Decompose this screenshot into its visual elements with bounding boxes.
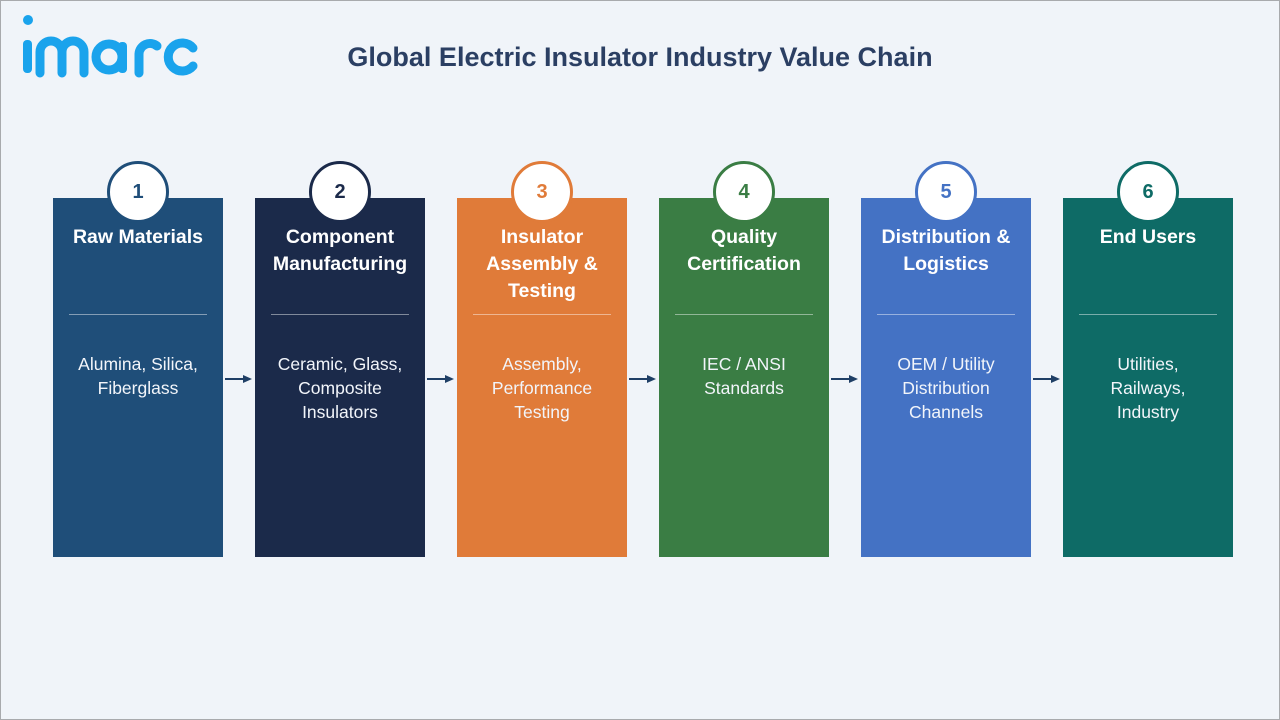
stage-title-line: Certification (687, 253, 801, 275)
stage-detail-line: Railways, (1110, 378, 1186, 398)
arrow-right-icon (225, 371, 253, 383)
stage-detail-line: Channels (909, 402, 983, 422)
divider (271, 314, 409, 315)
divider (473, 314, 611, 315)
stage-title-line: Raw Materials (72, 226, 204, 248)
stage-title-line: Component (285, 226, 395, 248)
stage-detail-line: Standards (704, 378, 784, 398)
page-title: Global Electric Insulator Industry Value… (347, 42, 933, 72)
arrow-right-icon (427, 371, 455, 383)
arrow-right-icon (831, 371, 859, 383)
imarc-logo-icon (23, 15, 198, 78)
stage-detail-line: Fiberglass (97, 378, 179, 398)
stage-detail-line: Composite (298, 378, 382, 398)
stage-detail-line: Utilities, (1117, 354, 1179, 374)
stage-detail-line: Insulators (302, 402, 378, 422)
stage-detail: IEC / ANSI Standards (659, 352, 829, 400)
stage-number-badge: 1 (107, 161, 169, 223)
stage-title-line: Testing (508, 280, 576, 302)
stage-detail-line: Alumina, Silica, (78, 354, 198, 374)
stage-title: Raw Materials (53, 224, 223, 251)
stage-title-line: Assembly & (486, 253, 598, 275)
stage-detail-line: IEC / ANSI (702, 354, 786, 374)
arrow-right-icon (1033, 371, 1061, 383)
stage-title: Distribution & Logistics (861, 224, 1031, 278)
stage-title-line: Logistics (903, 253, 989, 275)
stage-detail-line: Testing (514, 402, 570, 422)
stage-title-line: Insulator (500, 226, 584, 248)
stage-detail: Alumina, Silica, Fiberglass (53, 352, 223, 400)
stage-number-badge: 6 (1117, 161, 1179, 223)
stage-number-badge: 5 (915, 161, 977, 223)
stage-detail-line: Ceramic, Glass, (277, 354, 403, 374)
divider (675, 314, 813, 315)
arrow-right-icon (629, 371, 657, 383)
stage-number-badge: 3 (511, 161, 573, 223)
divider (1079, 314, 1217, 315)
stage-number-badge: 4 (713, 161, 775, 223)
stage-title-line: Manufacturing (272, 253, 408, 275)
stage-title: End Users (1063, 224, 1233, 251)
stage-detail: Utilities, Railways, Industry (1063, 352, 1233, 424)
divider (877, 314, 1015, 315)
stage-detail-line: Industry (1116, 402, 1180, 422)
stage-detail-line: OEM / Utility (897, 354, 995, 374)
divider (69, 314, 207, 315)
stage-title-line: Quality (710, 226, 778, 248)
stage-title-line: Distribution & (881, 226, 1011, 248)
stage-number-badge: 2 (309, 161, 371, 223)
stage-detail-line: Distribution (902, 378, 990, 398)
stage-title-line: End Users (1099, 226, 1197, 248)
imarc-logo (20, 12, 205, 82)
stage-detail-line: Assembly, (502, 354, 582, 374)
stage-detail-line: Performance (491, 378, 593, 398)
